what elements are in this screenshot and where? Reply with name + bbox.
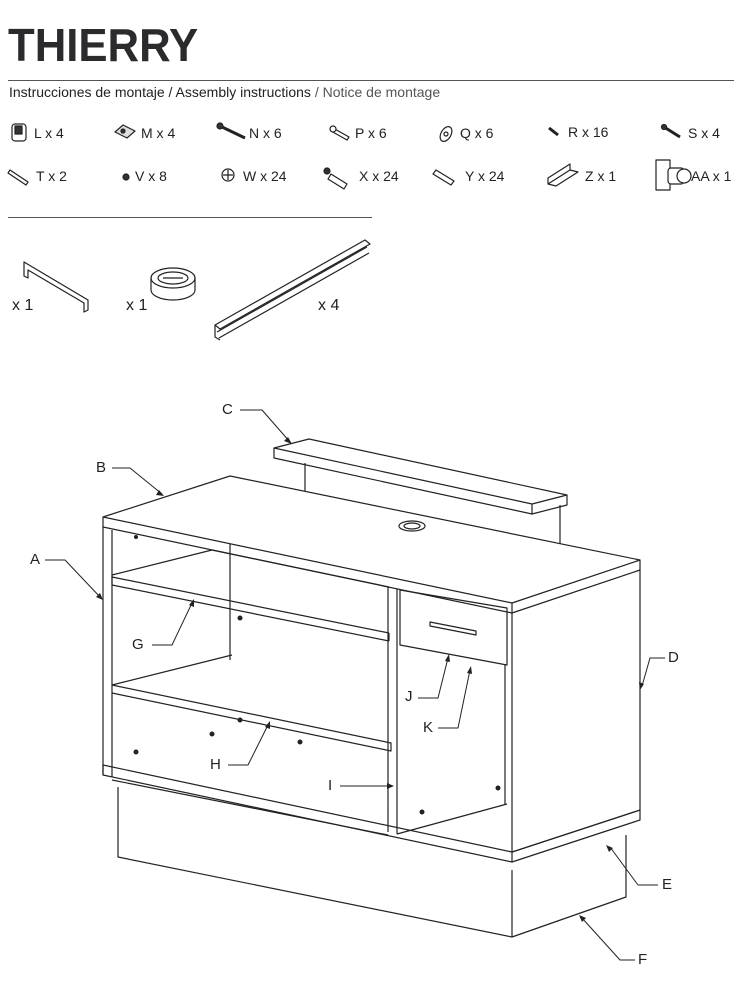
- separator: /: [164, 84, 176, 100]
- hardware-Z-label: Z x 1: [585, 168, 617, 184]
- hardware-Y-label: Y x 24: [465, 168, 505, 184]
- hardware-L-label: L x 4: [34, 125, 64, 141]
- part-label-I: I: [328, 777, 333, 794]
- hardware-N-label: N x 6: [249, 125, 282, 141]
- part-A: [102, 527, 113, 777]
- bolt-icon: [329, 125, 350, 141]
- separator: /: [310, 84, 323, 100]
- handle-icon: [23, 261, 89, 313]
- part-label-B: B: [96, 459, 107, 476]
- header-rule: [8, 80, 734, 81]
- subtitle-es: Instrucciones de montaje: [9, 84, 165, 100]
- part-C: [273, 438, 568, 515]
- lock-icon: [655, 159, 692, 191]
- cam-lock-icon: [11, 123, 27, 142]
- cam-icon: [221, 168, 235, 182]
- long-screw-icon: [216, 122, 246, 140]
- cap-icon: [122, 173, 130, 181]
- page-title: THIERRY: [8, 19, 199, 71]
- cam-pin-icon: [323, 167, 348, 190]
- part-D: [511, 570, 641, 853]
- hardware-M-label: M x 4: [141, 125, 176, 141]
- cabinet-illustration: [102, 438, 641, 938]
- part-label-C: C: [222, 401, 233, 418]
- section-rule: [8, 217, 372, 218]
- drawer-slide-icon: [214, 239, 371, 341]
- arrowheads: [96, 437, 644, 922]
- grommet-icon: [150, 267, 196, 301]
- handle-screw-icon: [7, 169, 29, 186]
- leader-lines: [45, 409, 665, 961]
- part-F: [117, 787, 627, 938]
- part-label-K: K: [423, 719, 434, 736]
- angle-bracket-icon: [547, 163, 579, 187]
- screw-icon: [660, 123, 681, 139]
- hardware-S-label: S x 4: [688, 125, 720, 141]
- part-label-A: A: [30, 551, 41, 568]
- hardware-V-label: V x 8: [135, 168, 167, 184]
- slide-qty: x 4: [318, 297, 340, 314]
- dowel-icon: [432, 169, 455, 186]
- handle-qty: x 1: [12, 297, 34, 314]
- washer-icon: [439, 126, 453, 142]
- subtitle-fr: Notice de montage: [322, 84, 441, 100]
- part-H: [111, 654, 392, 752]
- hardware-X-label: X x 24: [359, 168, 399, 184]
- part-label-F: F: [638, 951, 648, 968]
- hardware-W-label: W x 24: [243, 168, 287, 184]
- bracket-icon: [114, 124, 136, 139]
- part-label-D: D: [668, 649, 679, 666]
- hardware-R-label: R x 16: [568, 124, 609, 140]
- part-label-G: G: [132, 636, 144, 653]
- short-screw-icon: [548, 126, 559, 137]
- subtitle-en: Assembly instructions: [175, 84, 311, 100]
- subtitle: Instrucciones de montaje / Assembly inst…: [9, 84, 440, 100]
- part-I: [387, 587, 508, 835]
- drawer-handle: [429, 621, 477, 636]
- part-label-J: J: [405, 688, 413, 705]
- part-label-E: E: [662, 876, 673, 893]
- grommet-qty: x 1: [126, 297, 148, 314]
- hardware-AA-label: AA x 1: [691, 168, 732, 184]
- hardware-T-label: T x 2: [36, 168, 67, 184]
- part-label-H: H: [210, 756, 221, 773]
- hardware-P-label: P x 6: [355, 125, 387, 141]
- hardware-Q-label: Q x 6: [460, 125, 494, 141]
